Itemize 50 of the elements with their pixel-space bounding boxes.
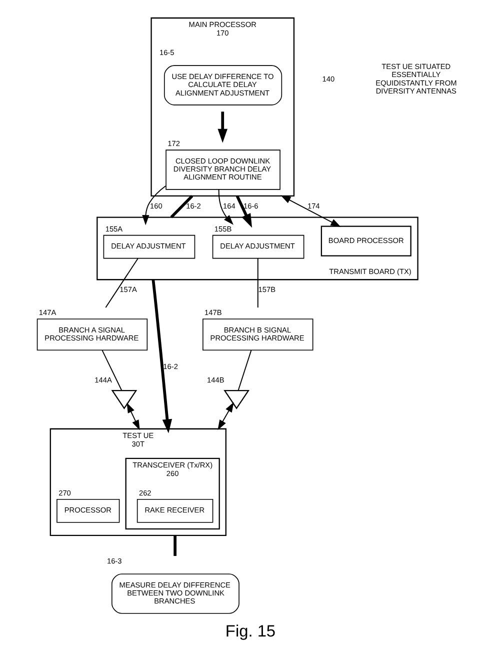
node-box: DELAY ADJUSTMENT	[212, 234, 304, 259]
edge-label: 174	[306, 201, 320, 210]
node-triangle	[223, 390, 250, 410]
arrow	[235, 195, 252, 228]
node-label: 155A	[104, 224, 122, 234]
caption: Fig. 15	[224, 622, 276, 640]
node-box: BRANCH B SIGNAL PROCESSING HARDWARE	[202, 318, 313, 351]
edge-label: 157A	[119, 285, 136, 294]
node-box: PROCESSOR	[56, 498, 120, 523]
edge-label: 160	[150, 201, 162, 210]
connector	[101, 350, 122, 391]
connector	[237, 350, 252, 391]
node-box: BOARD PROCESSOR	[320, 226, 411, 256]
node-label: 144A	[94, 375, 112, 384]
node-triangle	[110, 390, 137, 410]
node-label: 170	[216, 28, 228, 38]
arrow	[126, 402, 140, 430]
node-box: USE DELAY DIFFERENCE TO CALCULATE DELAY ALIGNMENT ADJUSTMENT	[163, 65, 282, 106]
edge-label: 16-6	[243, 201, 258, 210]
node-label: 147B	[204, 308, 222, 318]
node-label: 260	[166, 468, 178, 478]
edge-label: 157B	[258, 285, 276, 294]
label: TEST UE SITUATED ESSENTIALLY EQUIDISTANTLY FROM DIVERSITY ANTENNAS	[375, 62, 456, 96]
node-box: BRANCH A SIGNAL PROCESSING HARDWARE	[36, 318, 148, 351]
connector	[173, 535, 176, 556]
node-label: 16-5	[158, 48, 174, 58]
node-box: DELAY ADJUSTMENT	[102, 234, 195, 259]
node-box: CLOSED LOOP DOWNLINK DIVERSITY BRANCH DELAY ALIGNMENT ROUTINE	[165, 150, 280, 190]
node-label: 172	[167, 139, 180, 148]
connector	[104, 258, 138, 308]
arrow	[142, 186, 166, 226]
edge-label: 16-2	[162, 362, 178, 372]
label: 140	[322, 74, 334, 84]
node-label: 144B	[206, 375, 224, 384]
edge-label: 164	[222, 201, 235, 210]
arrow	[217, 112, 228, 143]
node-label: 262	[138, 488, 151, 498]
arrow	[217, 402, 234, 430]
connector	[256, 258, 258, 308]
node-label: 155B	[214, 224, 232, 234]
arrow	[151, 279, 172, 434]
node-box: RAKE RECEIVER	[136, 498, 213, 523]
arrow	[280, 195, 340, 227]
node-label: 270	[58, 488, 70, 498]
node-box: MEASURE DELAY DIFFERENCE BETWEEN TWO DOWNLINK BRANCHES	[111, 574, 239, 614]
node-label: 147A	[38, 308, 56, 318]
arrow	[218, 189, 233, 225]
node-label: 16-3	[106, 556, 122, 566]
node-label: 30T	[131, 439, 144, 448]
edge-label: 16-2	[186, 201, 200, 210]
